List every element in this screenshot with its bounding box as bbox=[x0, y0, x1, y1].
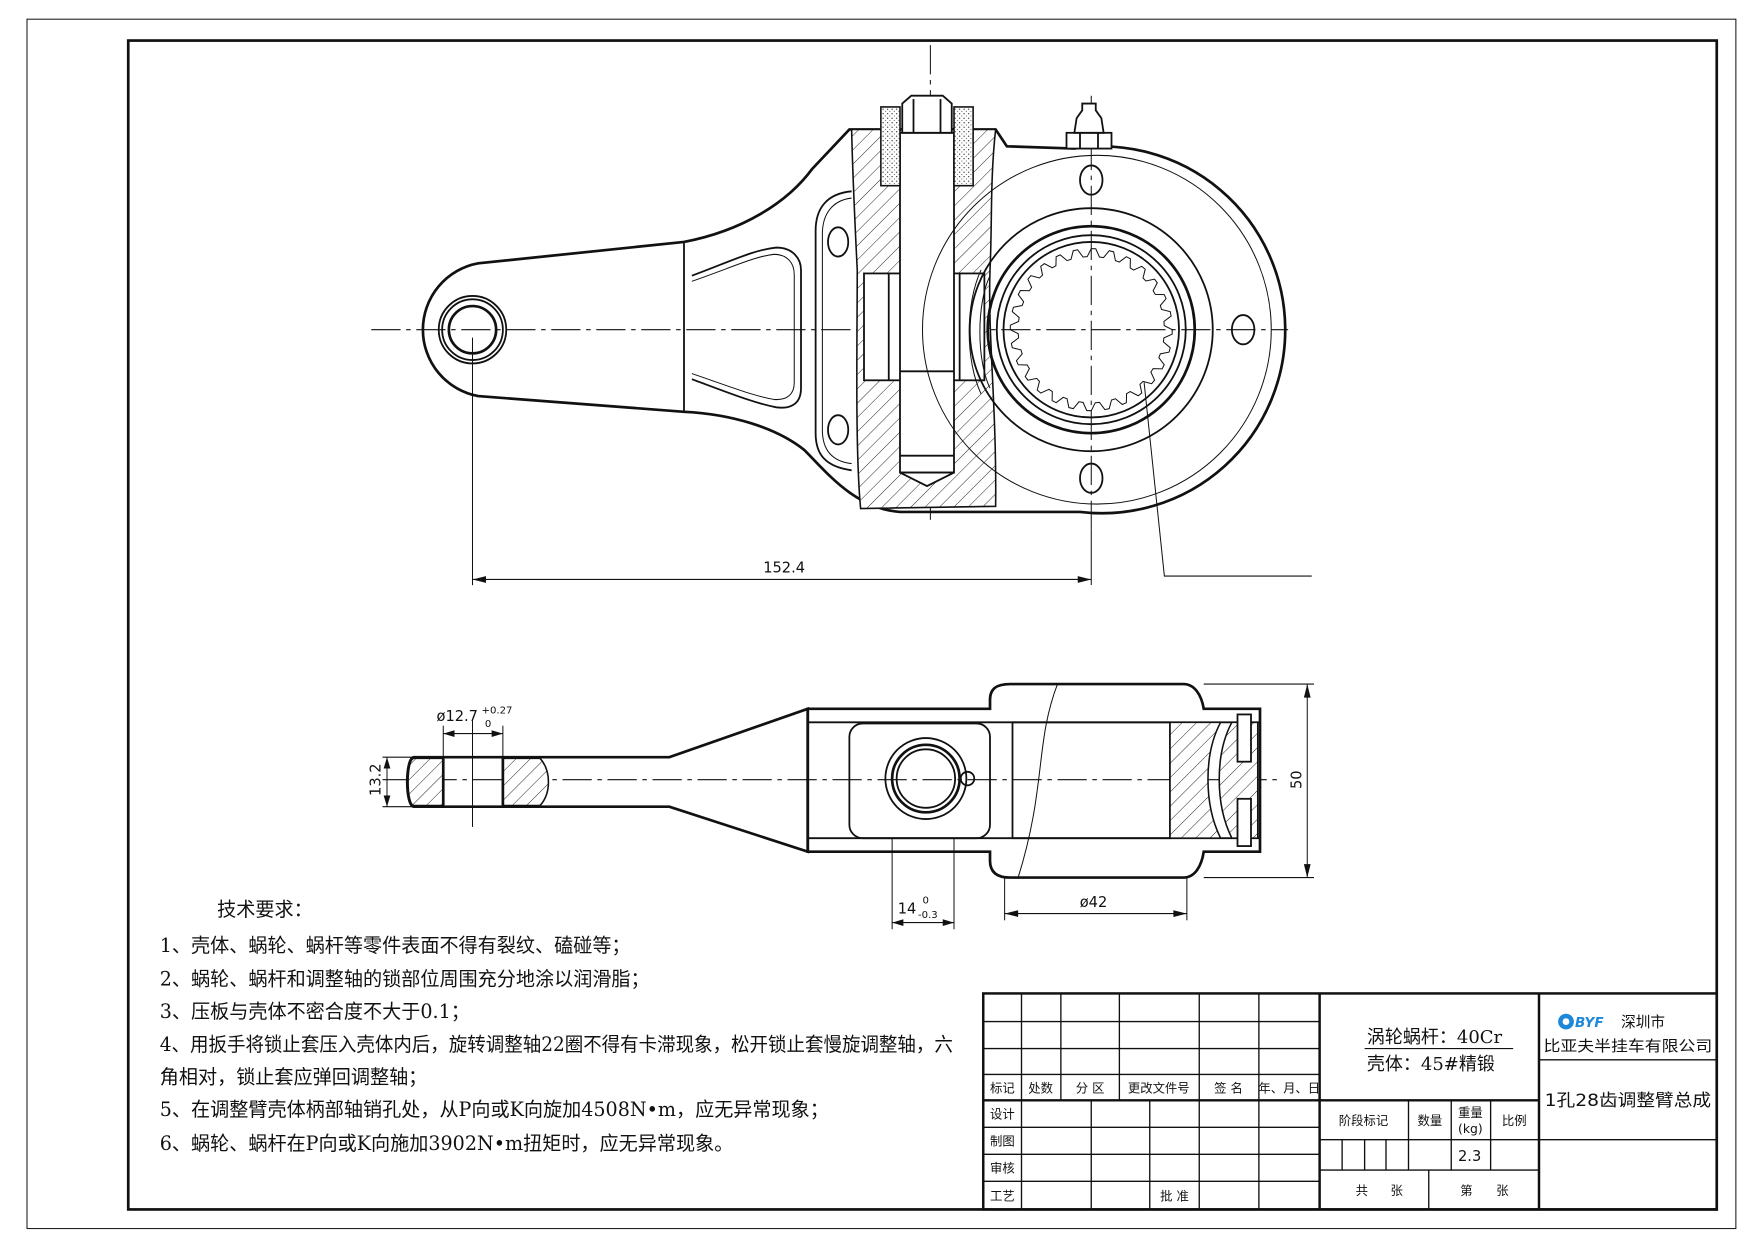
note-item: 6、蜗轮、蜗杆在P向或K向施加3902N•m扭矩时，应无异常现象。 bbox=[160, 1132, 734, 1155]
header-count: 处数 bbox=[1028, 1080, 1053, 1095]
company-logo: BYF bbox=[1558, 1013, 1604, 1031]
approve-label: 批 准 bbox=[1160, 1188, 1189, 1203]
title-block: 标记 处数 分 区 更改文件号 签 名 年、月、日 设计 制图 审核 工艺 批 … bbox=[982, 992, 1718, 1211]
total-label: 共 bbox=[1356, 1184, 1368, 1198]
dim-overall-width: 50 bbox=[1289, 770, 1306, 789]
inner-frame bbox=[126, 39, 1719, 1211]
role-process: 工艺 bbox=[990, 1189, 1015, 1203]
bolt-hole bbox=[1230, 314, 1256, 346]
quantity-label: 数量 bbox=[1418, 1113, 1443, 1128]
header-zone: 分 区 bbox=[1076, 1081, 1105, 1095]
note-item: 1、壳体、蜗轮、蜗杆等零件表面不得有裂纹、磕碰等； bbox=[160, 934, 631, 957]
dim-hub-dia: ø42 bbox=[1080, 894, 1108, 911]
company-city: 深圳市 bbox=[1621, 1014, 1665, 1031]
role-design: 设计 bbox=[990, 1107, 1015, 1121]
drawing-title: 1孔28齿调整臂总成 bbox=[1545, 1090, 1712, 1110]
grease-nipple bbox=[1065, 102, 1113, 150]
outer-border bbox=[26, 18, 1737, 1230]
arm-pocket bbox=[691, 246, 802, 409]
dim-pin-hole-tol-upper: +0.27 bbox=[482, 705, 513, 716]
dim-pin-hole-value: ø12.7 bbox=[437, 708, 478, 725]
spline-teeth bbox=[1009, 248, 1173, 412]
top-view: 13.2 ø12.7 +0.27 0 14 0 -0.3 ø42 50 bbox=[367, 682, 1314, 930]
note-item: 5、在调整臂壳体柄部轴销孔处，从P向或K向旋加4508N•m，应无异常现象； bbox=[160, 1098, 829, 1121]
dim-pin-hole: ø12.7 bbox=[437, 708, 478, 725]
worm-shaft bbox=[899, 131, 955, 474]
bolt-hole bbox=[1079, 164, 1104, 196]
sheet2-label: 张 bbox=[1496, 1184, 1508, 1198]
housing-outline bbox=[806, 682, 1262, 879]
hex-bolt-head bbox=[901, 94, 953, 134]
scale-label: 比例 bbox=[1502, 1114, 1527, 1128]
header-mark: 标记 bbox=[990, 1081, 1015, 1095]
dim-width: 14 bbox=[898, 901, 917, 918]
sheet-label: 张 bbox=[1391, 1184, 1403, 1198]
material-housing: 壳体：45#精锻 bbox=[1367, 1054, 1495, 1075]
weight-unit: (kg) bbox=[1458, 1122, 1483, 1136]
dim-center-distance: 152.4 bbox=[763, 560, 805, 577]
dim-width-tol-upper: 0 bbox=[923, 895, 929, 906]
role-drafting: 制图 bbox=[990, 1134, 1015, 1148]
svg-text:BYF: BYF bbox=[1575, 1015, 1604, 1031]
nth-label: 第 bbox=[1460, 1184, 1472, 1198]
company-name: 比亚夫半挂车有限公司 bbox=[1544, 1038, 1713, 1055]
dim-thickness: 13.2 bbox=[367, 763, 384, 796]
header-signature: 签 名 bbox=[1214, 1080, 1243, 1095]
header-change-doc: 更改文件号 bbox=[1128, 1080, 1190, 1095]
dim-pin-hole-tol-lower: 0 bbox=[485, 719, 491, 730]
front-view: 152.4 bbox=[371, 45, 1312, 586]
technical-requirements: 技术要求： 1、壳体、蜗轮、蜗杆等零件表面不得有裂纹、磕碰等； 2、蜗轮、蜗杆和… bbox=[160, 898, 953, 1155]
note-item: 2、蜗轮、蜗杆和调整轴的锁部位周围充分地涂以润滑脂； bbox=[160, 968, 650, 991]
note-item: 角相对，锁止套应弹回调整轴； bbox=[160, 1065, 428, 1088]
header-date: 年、月、日 bbox=[1258, 1081, 1320, 1095]
notes-title: 技术要求： bbox=[217, 898, 313, 921]
weight-label: 重量 bbox=[1458, 1106, 1483, 1120]
bolt-hole bbox=[1079, 462, 1104, 494]
stage-mark-label: 阶段标记 bbox=[1339, 1113, 1388, 1128]
material-worm: 涡轮蜗杆：40Cr bbox=[1367, 1027, 1503, 1048]
note-item: 4、用扳手将锁止套压入壳体内后，旋转调整轴22圈不得有卡滞现象，松开锁止套慢旋调… bbox=[160, 1033, 953, 1056]
worm-boss bbox=[848, 722, 991, 840]
note-item: 3、压板与壳体不密合度不大于0.1； bbox=[160, 1000, 470, 1023]
lever-arm-outline bbox=[405, 706, 810, 854]
weight-value: 2.3 bbox=[1458, 1148, 1481, 1165]
dim-width-tol-lower: -0.3 bbox=[918, 910, 938, 921]
role-review: 审核 bbox=[990, 1160, 1015, 1175]
